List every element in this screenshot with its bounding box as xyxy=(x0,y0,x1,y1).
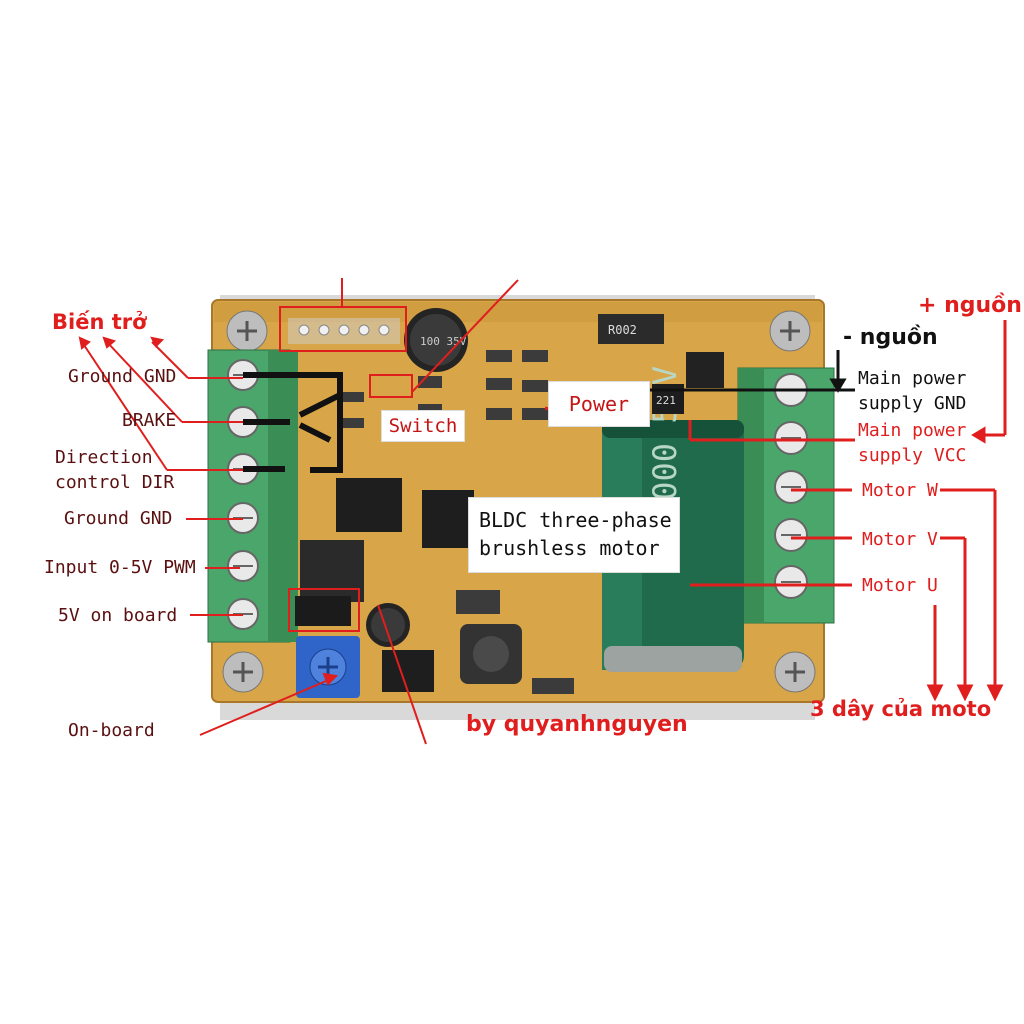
jumper xyxy=(295,596,351,626)
minus-nguon-label: - nguồn xyxy=(843,325,938,350)
mounting-screw xyxy=(222,651,264,693)
input-pwm-label: Input 0-5V PWM xyxy=(44,557,196,578)
on-board-label: On-board xyxy=(68,720,155,741)
svg-text:221: 221 xyxy=(656,394,676,407)
ic-chip xyxy=(422,490,474,548)
main-gnd-line-1: Main power xyxy=(858,368,967,389)
motor-w-label: Motor W xyxy=(862,480,938,501)
regulator xyxy=(300,540,364,602)
shunt-resistor xyxy=(598,314,664,344)
svg-text:100 35V: 100 35V xyxy=(420,335,467,348)
direction-control-label: control DIR xyxy=(55,472,175,493)
main-gnd-line-2: supply GND xyxy=(858,393,967,414)
jumper-highlight-box xyxy=(288,588,360,632)
diode xyxy=(686,352,724,388)
bldc-label: BLDC three-phase brushless motor xyxy=(468,497,680,573)
plus-nguon-label: + nguồn xyxy=(918,293,1022,318)
ba-day-label: 3 dây của moto xyxy=(810,697,992,721)
wire-markings xyxy=(243,372,343,473)
mounting-screw xyxy=(226,310,268,352)
five-v-label: 5V on board xyxy=(58,605,178,626)
bldc-line-2: brushless motor xyxy=(479,536,660,560)
bien-tro-label: Biến trở xyxy=(52,310,147,334)
svg-text:R002: R002 xyxy=(608,323,637,337)
bldc-line-1: BLDC three-phase xyxy=(479,508,672,532)
direction-label: Direction xyxy=(55,447,153,468)
small-capacitor: 100 35V xyxy=(404,308,468,372)
ic-chip xyxy=(336,478,402,532)
main-vcc-line-1: Main power xyxy=(858,420,967,441)
header-pins xyxy=(288,318,400,344)
switch-highlight-box xyxy=(369,374,413,398)
motor-v-label: Motor V xyxy=(862,529,938,550)
mounting-screw xyxy=(769,310,811,352)
power-label: Power xyxy=(548,381,650,427)
main-vcc-line-2: supply VCC xyxy=(858,445,967,466)
ic-chip xyxy=(382,650,434,692)
small-capacitor-47 xyxy=(366,603,410,647)
motor-u-label: Motor U xyxy=(862,575,938,596)
ground-gnd-label-1: Ground GND xyxy=(68,366,177,387)
ground-gnd-label-2: Ground GND xyxy=(64,508,173,529)
mounting-screw xyxy=(774,651,816,693)
switch-label: Switch xyxy=(381,410,465,442)
brake-label: BRAKE xyxy=(122,410,177,431)
author-credit: by quyanhnguyen xyxy=(466,712,688,737)
